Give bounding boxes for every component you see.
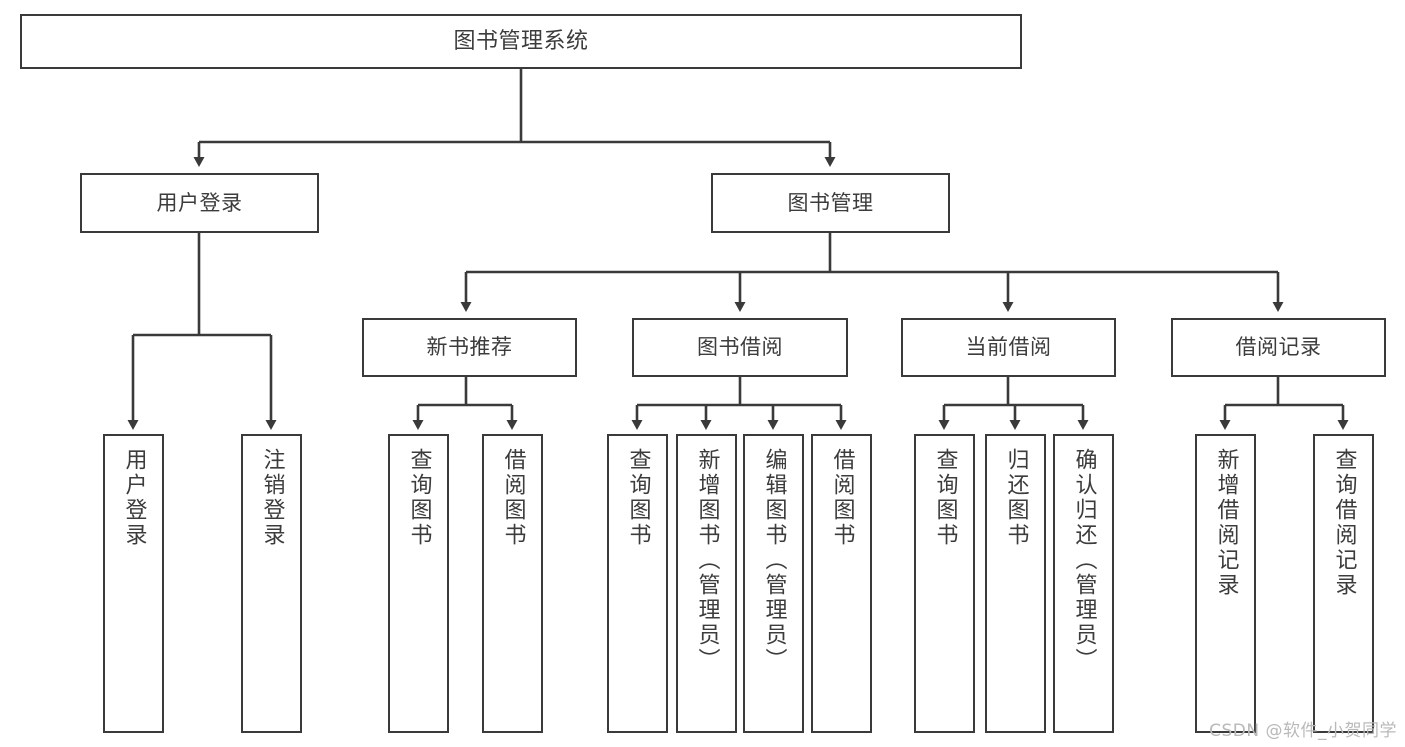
node-current-borrowing[interactable]: 当前借阅 <box>901 318 1116 377</box>
node-label: 编辑图书（管理员） <box>761 448 787 673</box>
node-label: 新增图书（管理员） <box>694 448 720 673</box>
leaf-query-book-current[interactable]: 查询图书 <box>914 434 975 733</box>
node-label: 查询借阅记录 <box>1331 448 1357 598</box>
node-label: 用户登录 <box>121 448 147 548</box>
leaf-query-borrowing-record[interactable]: 查询借阅记录 <box>1313 434 1374 733</box>
node-book-management[interactable]: 图书管理 <box>711 173 950 233</box>
node-label: 查询图书 <box>406 448 432 548</box>
node-root-book-management-system[interactable]: 图书管理系统 <box>20 14 1022 69</box>
node-user-login[interactable]: 用户登录 <box>80 173 319 233</box>
node-label: 图书借阅 <box>697 335 783 360</box>
node-label: 借阅记录 <box>1235 335 1322 360</box>
node-label: 用户登录 <box>156 190 243 215</box>
node-label: 图书管理 <box>787 190 874 215</box>
node-label: 借阅图书 <box>829 448 855 548</box>
node-label: 新增借阅记录 <box>1213 448 1239 598</box>
leaf-return-book[interactable]: 归还图书 <box>985 434 1046 733</box>
node-label: 归还图书 <box>1003 448 1029 548</box>
leaf-borrow-book-borrowing[interactable]: 借阅图书 <box>811 434 872 733</box>
node-label: 查询图书 <box>625 448 651 548</box>
node-label: 图书管理系统 <box>453 28 589 54</box>
leaf-query-book-borrowing[interactable]: 查询图书 <box>607 434 668 733</box>
node-label: 确认归还（管理员） <box>1071 448 1097 673</box>
node-label: 查询图书 <box>932 448 958 548</box>
node-book-borrowing[interactable]: 图书借阅 <box>632 318 848 377</box>
node-label: 注销登录 <box>259 448 285 548</box>
leaf-user-login[interactable]: 用户登录 <box>103 434 164 733</box>
leaf-logout-login[interactable]: 注销登录 <box>241 434 302 733</box>
leaf-query-book-new-book[interactable]: 查询图书 <box>388 434 449 733</box>
leaf-add-book-admin[interactable]: 新增图书（管理员） <box>676 434 737 733</box>
node-label: 借阅图书 <box>500 448 526 548</box>
leaf-edit-book-admin[interactable]: 编辑图书（管理员） <box>743 434 804 733</box>
node-label: 新书推荐 <box>426 335 513 360</box>
node-new-book-recommendation[interactable]: 新书推荐 <box>362 318 577 377</box>
leaf-confirm-return-admin[interactable]: 确认归还（管理员） <box>1053 434 1114 733</box>
csdn-watermark: CSDN @软件_小贺同学 <box>1209 721 1397 741</box>
leaf-add-borrowing-record[interactable]: 新增借阅记录 <box>1195 434 1256 733</box>
node-label: 当前借阅 <box>965 335 1052 360</box>
leaf-borrow-book-new-book[interactable]: 借阅图书 <box>482 434 543 733</box>
node-borrowing-record[interactable]: 借阅记录 <box>1171 318 1386 377</box>
